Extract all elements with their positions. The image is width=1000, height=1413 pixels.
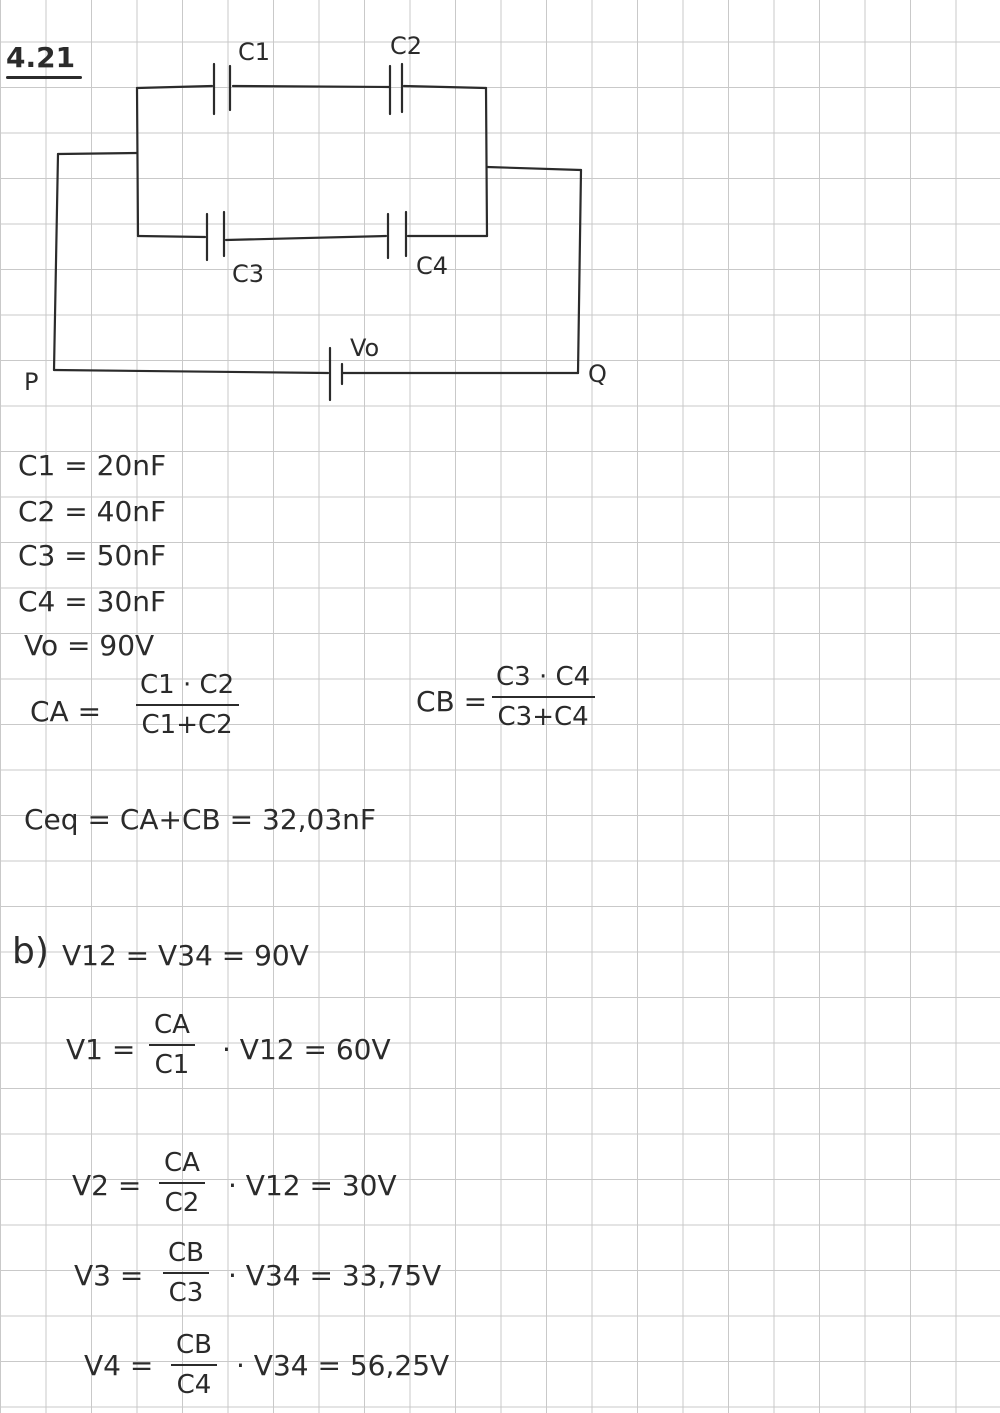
part-b-marker: b) (12, 931, 49, 972)
problem-number: 4.21 (6, 41, 76, 74)
cb-denominator: C3+C4 (491, 696, 595, 730)
v3-numerator: CB (168, 1238, 204, 1268)
label-c3: C3 (232, 260, 265, 288)
v4-rhs: · V34 = 56,25V (236, 1349, 450, 1382)
label-c4: C4 (416, 252, 449, 280)
v2-denominator: C2 (158, 1182, 206, 1216)
v2-numerator: CA (164, 1148, 200, 1178)
wire-top-right (402, 84, 488, 90)
v3-fraction: CB C3 (162, 1240, 210, 1306)
v1-lhs: V1 = (66, 1033, 136, 1066)
wire-top-left (135, 84, 214, 90)
v2-lhs: V2 = (72, 1169, 142, 1202)
label-p: P (24, 368, 39, 396)
ca-numerator: C1 · C2 (140, 670, 235, 700)
v1-numerator: CA (154, 1010, 190, 1040)
ca-denominator: C1+C2 (135, 704, 239, 738)
v1-fraction: CA C1 (148, 1012, 196, 1078)
given-c4: C4 = 30nF (18, 585, 167, 618)
label-v0: Vo (350, 334, 380, 362)
v4-fraction: CB C4 (170, 1332, 218, 1398)
problem-number-underline (6, 76, 82, 79)
cb-fraction: C3 · C4 C3+C4 (490, 664, 596, 730)
v3-denominator: C3 (162, 1272, 210, 1306)
cb-lhs: CB = (416, 685, 488, 718)
v4-denominator: C4 (170, 1364, 218, 1398)
wire-outer-left (52, 152, 60, 372)
ceq-equation: Ceq = CA+CB = 32,03nF (24, 803, 377, 836)
wire-outer-left-stub (56, 151, 139, 156)
v1-rhs: · V12 = 60V (222, 1033, 391, 1066)
v4-numerator: CB (176, 1330, 212, 1360)
ca-lhs: CA = (30, 695, 102, 728)
wire-outer-right (576, 168, 583, 375)
label-c1: C1 (238, 38, 271, 66)
circuit-diagram (52, 62, 583, 402)
label-c2: C2 (390, 32, 423, 60)
wire-bottom-mid (224, 234, 388, 242)
v3-rhs: · V34 = 33,75V (228, 1259, 442, 1292)
ca-fraction: C1 · C2 C1+C2 (134, 672, 240, 738)
v1-denominator: C1 (148, 1044, 196, 1078)
given-c1: C1 = 20nF (18, 449, 167, 482)
v4-lhs: V4 = (84, 1349, 154, 1382)
wire-outer-bottom-left (52, 368, 330, 375)
wire-top-mid (231, 84, 391, 89)
wire-bottom-left (136, 234, 207, 239)
v3-lhs: V3 = (74, 1259, 144, 1292)
wire-block-right (484, 86, 489, 238)
label-q: Q (588, 360, 607, 388)
given-c3: C3 = 50nF (18, 539, 167, 572)
part-b-statement: V12 = V34 = 90V (62, 939, 309, 972)
given-c2: C2 = 40nF (18, 495, 167, 528)
wire-outer-right-stub (485, 165, 583, 172)
v2-fraction: CA C2 (158, 1150, 206, 1216)
v2-rhs: · V12 = 30V (228, 1169, 397, 1202)
given-v0: Vo = 90V (24, 629, 155, 662)
wire-block-left (135, 86, 140, 238)
cb-numerator: C3 · C4 (496, 662, 591, 692)
